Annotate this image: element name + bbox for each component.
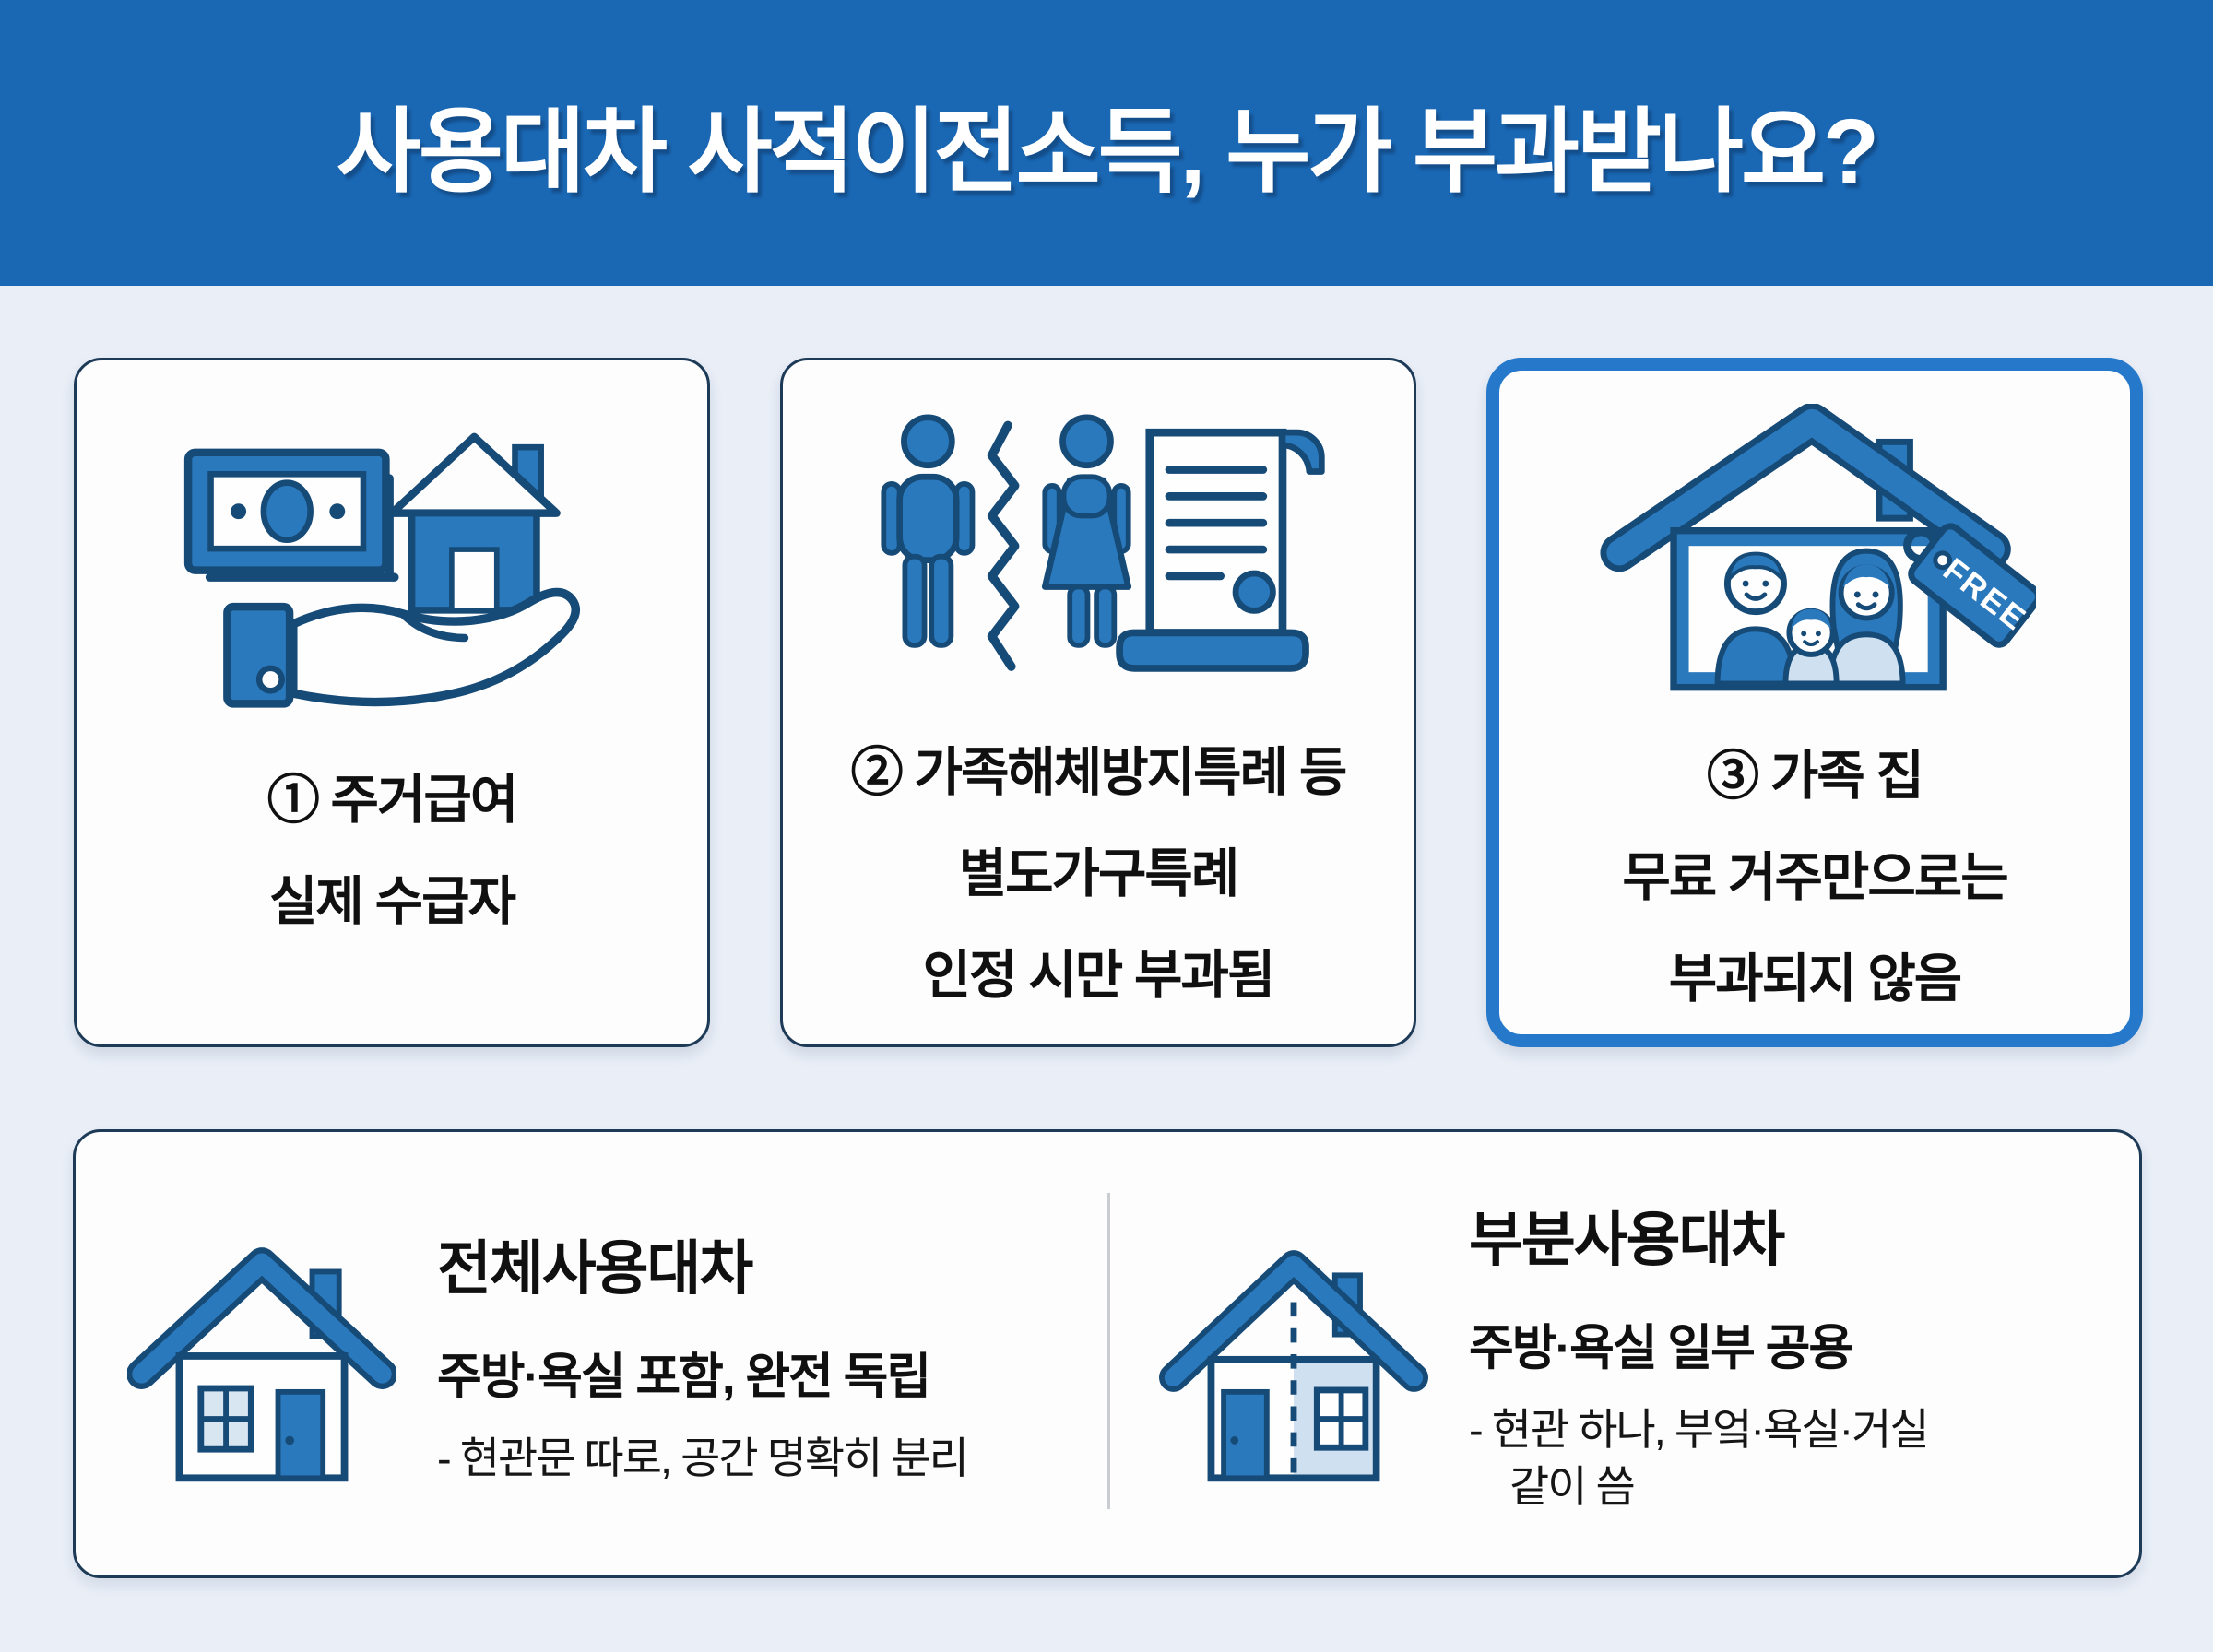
caption-line: ② 가족해체방지특례 등 [850, 743, 1348, 802]
free-tag: FREE [1908, 523, 2036, 648]
caption-line: 부과되지 않음 [1668, 950, 1962, 1009]
split-house-icon [1159, 1249, 1428, 1481]
card-separate-household: ② 가족해체방지특례 등 별도가구특례 인정 시만 부과됨 [780, 358, 1416, 1047]
page-title: 사용대차 사적이전소득, 누가 부과받나요? [336, 100, 1879, 204]
cards-row: ① 주거급여 실제 수급자 [74, 358, 2143, 1047]
caption-line: ③ 가족 집 [1706, 747, 1924, 806]
panel-title: 전체사용대차 [437, 1234, 753, 1302]
caption-line: 실제 수급자 [268, 872, 516, 931]
card-housing-benefit: ① 주거급여 실제 수급자 [74, 358, 710, 1047]
comparison-panel: 전체사용대차 주방·욕실 포함, 완전 독립 - 현관문 따로, 공간 명확히 … [73, 1129, 2142, 1578]
card-icon-wrap [175, 394, 609, 737]
card-icon-wrap [868, 394, 1329, 709]
panel-text-block: 전체사용대차 주방·욕실 포함, 완전 독립 - 현관문 따로, 공간 명확히 … [437, 1221, 969, 1487]
whole-house-icon [127, 1246, 396, 1481]
card-caption: ② 가족해체방지특례 등 별도가구특례 인정 시만 부과됨 [850, 722, 1348, 1026]
money-house-hand-icon [183, 432, 580, 708]
card-caption: ① 주거급여 실제 수급자 [266, 749, 519, 952]
card-family-home-free: FREE ③ 가족 집 무료 거주만으로는 부과되지 않음 [1486, 358, 2143, 1047]
family-house-free-tag-icon: FREE [1600, 404, 2036, 691]
panel-description: 주방·욕실 포함, 완전 독립 [437, 1349, 931, 1404]
panel-partial-lease: 부분사용대차 주방·욕실 일부 공용 - 현관 하나, 부엌·욕실·거실 같이 … [1107, 1132, 2139, 1575]
panel-whole-lease: 전체사용대차 주방·욕실 포함, 완전 독립 - 현관문 따로, 공간 명확히 … [76, 1132, 1107, 1575]
panel-note-line: 같이 씀 [1509, 1461, 1636, 1511]
caption-line: ① 주거급여 [266, 771, 519, 830]
panel-note: - 현관문 따로, 공간 명확히 분리 [437, 1433, 969, 1482]
caption-line: 별도가구특례 [958, 844, 1240, 903]
panel-description: 주방·욕실 일부 공용 [1469, 1320, 1853, 1375]
caption-line: 인정 시만 부과됨 [922, 946, 1276, 1005]
card-caption: ③ 가족 집 무료 거주만으로는 부과되지 않음 [1622, 726, 2008, 1030]
header-banner: 사용대차 사적이전소득, 누가 부과받나요? [0, 0, 2213, 286]
panel-divider [1107, 1193, 1110, 1509]
divorced-couple-document-icon [881, 414, 1325, 672]
caption-line: 무료 거주만으로는 [1622, 848, 2008, 907]
panel-note: - 현관 하나, 부엌·욕실·거실 같이 씀 [1469, 1401, 1930, 1516]
panel-title: 부분사용대차 [1469, 1206, 1785, 1273]
panel-text-block: 부분사용대차 주방·욕실 일부 공용 - 현관 하나, 부엌·욕실·거실 같이 … [1469, 1193, 1930, 1516]
card-icon-wrap: FREE [1593, 404, 2036, 713]
panel-note-line: - 현관 하나, 부엌·욕실·거실 [1469, 1404, 1930, 1454]
family-figures [1714, 548, 1906, 687]
